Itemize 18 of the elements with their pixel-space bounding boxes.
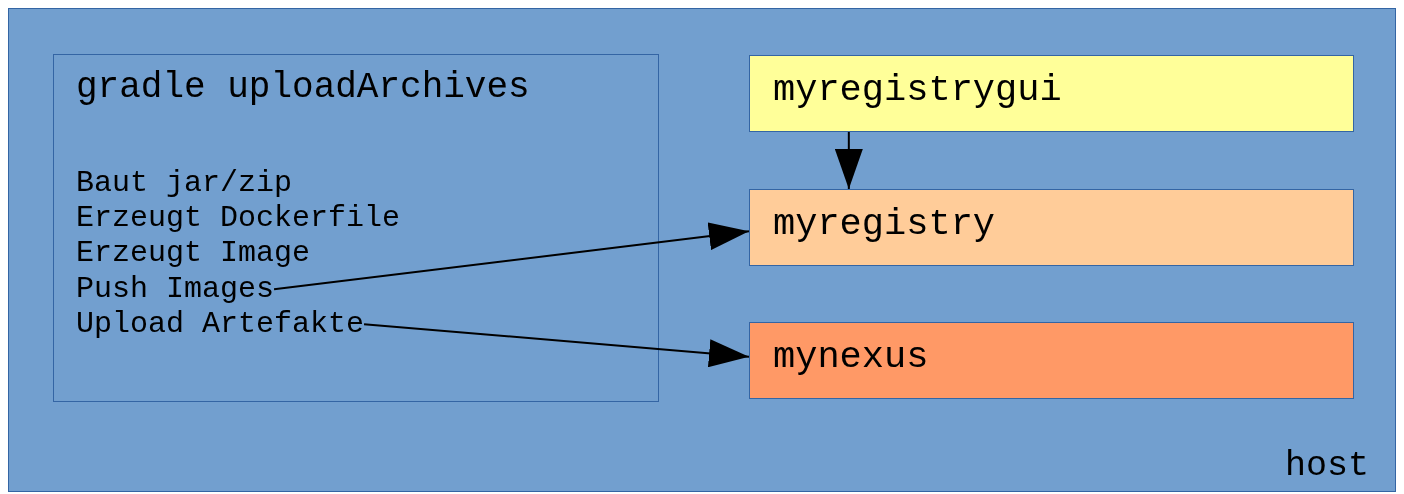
host-panel <box>8 8 1396 492</box>
box-label: mynexus <box>773 336 929 379</box>
step-text: Erzeugt Dockerfile <box>76 201 401 236</box>
box-label: myregistry <box>773 203 996 246</box>
service-box <box>749 189 1354 266</box>
arrow <box>363 323 750 368</box>
step-text: Upload Artefakte <box>76 307 365 342</box>
service-box <box>749 55 1354 132</box>
panel-title: host <box>1285 446 1369 487</box>
service-box <box>749 322 1354 399</box>
arrow <box>273 222 750 291</box>
process-box <box>53 54 659 402</box>
step-text: Baut jar/zip <box>76 166 293 201</box>
box-label: myregistrygui <box>773 69 1062 112</box>
box-heading: gradle uploadArchives <box>76 67 530 109</box>
step-text: Push Images <box>76 272 275 307</box>
step-text: Erzeugt Image <box>76 236 311 271</box>
arrow <box>834 131 863 190</box>
